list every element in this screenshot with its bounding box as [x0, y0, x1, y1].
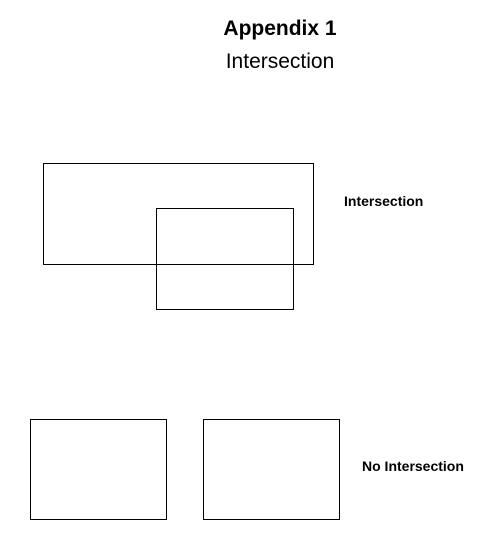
intersection-label: Intersection	[344, 193, 424, 209]
page-title: Appendix 1	[223, 17, 337, 40]
right-rectangle	[203, 419, 340, 520]
page-subtitle: Intersection	[225, 50, 335, 73]
left-rectangle	[30, 419, 167, 520]
overlapping-rectangle	[156, 208, 294, 310]
large-rectangle	[43, 163, 314, 265]
no-intersection-label: No Intersection	[362, 458, 464, 474]
